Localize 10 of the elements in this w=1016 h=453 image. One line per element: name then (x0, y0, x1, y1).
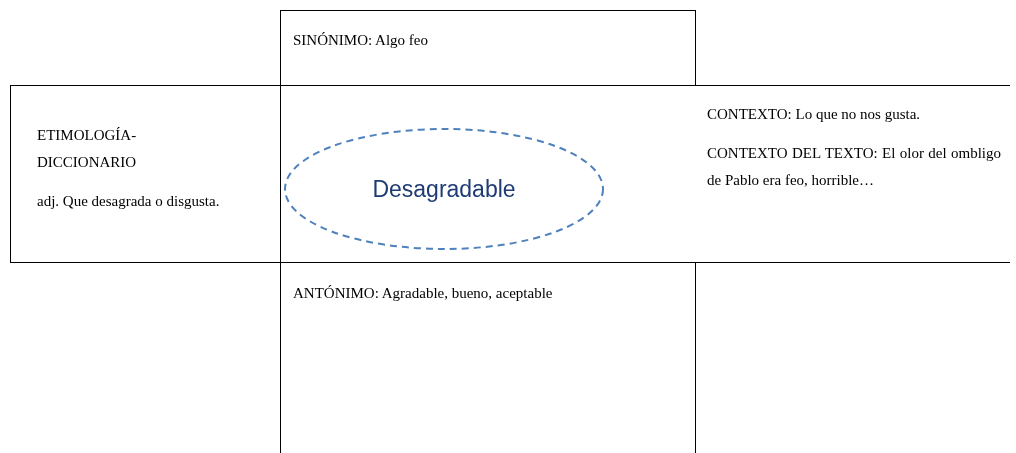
table-cell (10, 85, 281, 263)
cell-text: ANTÓNIMO: Agradable, bueno, aceptable (293, 284, 554, 303)
cell-text: CONTEXTO DEL TEXTO: El olor del ombligo de Pablo era feo, horrible… (707, 144, 1001, 190)
table-cell (280, 10, 696, 86)
table-cell (280, 262, 696, 453)
term-text: Desagradable (372, 175, 516, 203)
cell-text: ETIMOLOGÍA-DICCIONARIO (37, 126, 138, 172)
cell-text: adj. Que desagrada o disgusta. (37, 192, 221, 211)
cell-text: CONTEXTO: Lo que no nos gusta. (707, 105, 922, 124)
cell-text: SINÓNIMO: Algo feo (293, 31, 429, 50)
